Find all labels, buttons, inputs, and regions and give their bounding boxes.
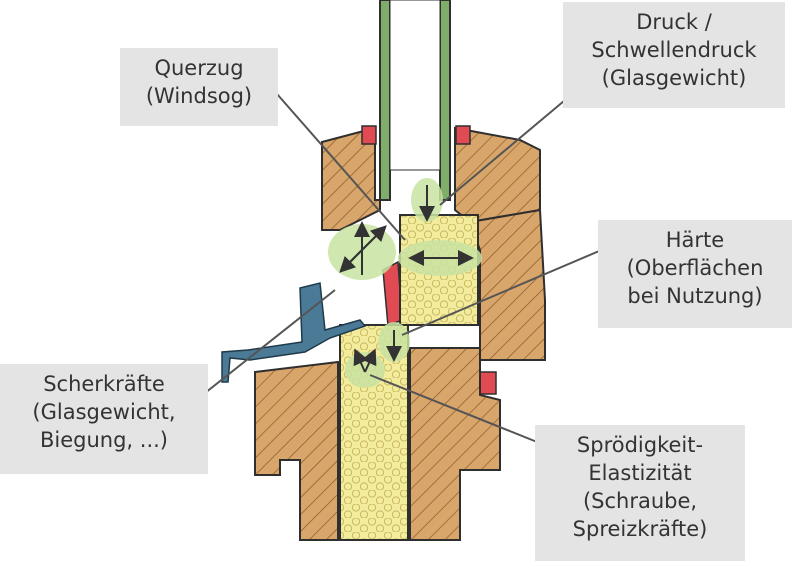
label-sproedigkeit-line-1: Sprödigkeit- (576, 433, 704, 457)
upper-sash-wood (321, 126, 546, 361)
label-sproedigkeit: Sprödigkeit- Elastizität (Schraube, Spre… (535, 425, 745, 561)
label-haerte: Härte (Oberflächen bei Nutzung) (598, 220, 792, 328)
label-druck-line-2: Schwellendruck (591, 38, 757, 62)
label-sproedigkeit-line-2: Elastizität (588, 461, 692, 485)
label-sproedigkeit-line-3: (Schraube, (582, 489, 698, 513)
force-arrows (339, 185, 474, 373)
lower-frame-wood (254, 347, 501, 541)
label-querzug: Querzug (Windsog) (120, 48, 278, 126)
glass-panes (379, 0, 451, 201)
label-druck-line-3: (Glasgewicht) (601, 66, 747, 90)
label-querzug-line-1: Querzug (154, 56, 244, 80)
label-druck-line-1: Druck / (636, 10, 712, 34)
label-haerte-line-2: (Oberflächen (626, 256, 764, 280)
label-scherkraefte-line-1: Scherkräfte (43, 372, 165, 396)
label-haerte-line-3: bei Nutzung) (627, 284, 763, 308)
leader-lines (204, 84, 626, 449)
label-scherkraefte-line-3: Biegung, ...) (39, 428, 168, 452)
metal-drip-profile (221, 282, 367, 383)
label-scherkraefte-line-2: (Glasgewicht, (32, 400, 176, 424)
label-sproedigkeit-line-4: Spreizkräfte) (572, 517, 708, 541)
label-querzug-line-2: (Windsog) (145, 84, 253, 108)
label-haerte-line-1: Härte (665, 228, 725, 252)
label-druck: Druck / Schwellendruck (Glasgewicht) (563, 2, 785, 108)
label-scherkraefte: Scherkräfte (Glasgewicht, Biegung, ...) (0, 364, 208, 474)
